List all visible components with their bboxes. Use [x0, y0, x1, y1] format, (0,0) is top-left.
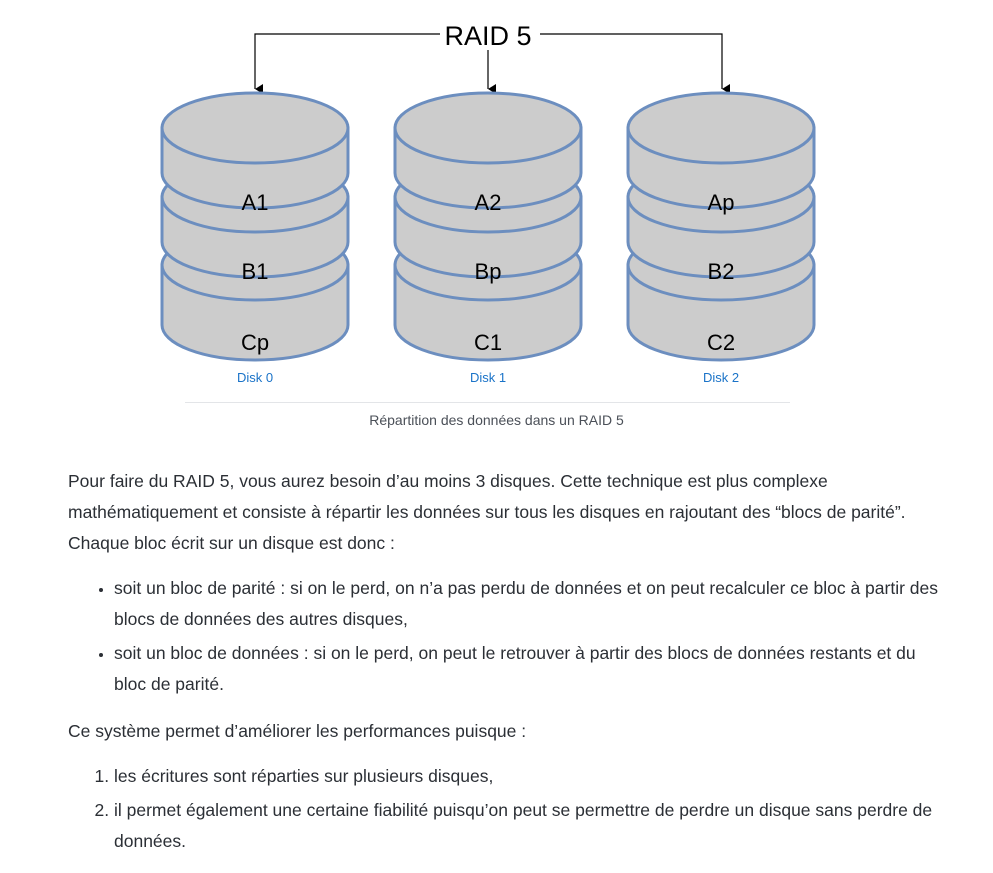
benefits-list: les écritures sont réparties sur plusieu… — [68, 761, 938, 857]
disk-label: Disk 0 — [237, 370, 273, 385]
figure-caption: Répartition des données dans un RAID 5 — [369, 412, 624, 428]
connector-left-arrow — [254, 33, 440, 94]
disk-label: Disk 2 — [703, 370, 739, 385]
disk-label: Disk 1 — [470, 370, 506, 385]
block-label: C1 — [474, 330, 502, 355]
connector-right-arrow — [540, 33, 730, 94]
block-label: A1 — [242, 190, 269, 215]
block-type-list: soit un bloc de parité : si on le perd, … — [68, 573, 938, 700]
performance-paragraph: Ce système permet d’améliorer les perfor… — [68, 721, 527, 741]
article-body: Pour faire du RAID 5, vous aurez besoin … — [68, 466, 938, 873]
disk-0-segment-0-top — [160, 91, 350, 165]
block-label: B1 — [242, 259, 269, 284]
list-item-writes: les écritures sont réparties sur plusieu… — [114, 761, 938, 792]
block-label: B2 — [708, 259, 735, 284]
block-label: C2 — [707, 330, 735, 355]
list-item-parity: soit un bloc de parité : si on le perd, … — [114, 573, 938, 635]
block-label: Cp — [241, 330, 269, 355]
caption-separator — [185, 402, 790, 403]
list-item-reliability: il permet également une certaine fiabili… — [114, 795, 938, 857]
diagram-title: RAID 5 — [444, 21, 531, 51]
block-label: Ap — [708, 190, 735, 215]
disk-2-segment-0-top — [626, 91, 816, 165]
block-label: A2 — [475, 190, 502, 215]
block-label: Bp — [475, 259, 502, 284]
disk-1-segment-0-top — [393, 91, 583, 165]
list-item-data: soit un bloc de données : si on le perd,… — [114, 638, 938, 700]
intro-paragraph: Pour faire du RAID 5, vous aurez besoin … — [68, 471, 906, 553]
